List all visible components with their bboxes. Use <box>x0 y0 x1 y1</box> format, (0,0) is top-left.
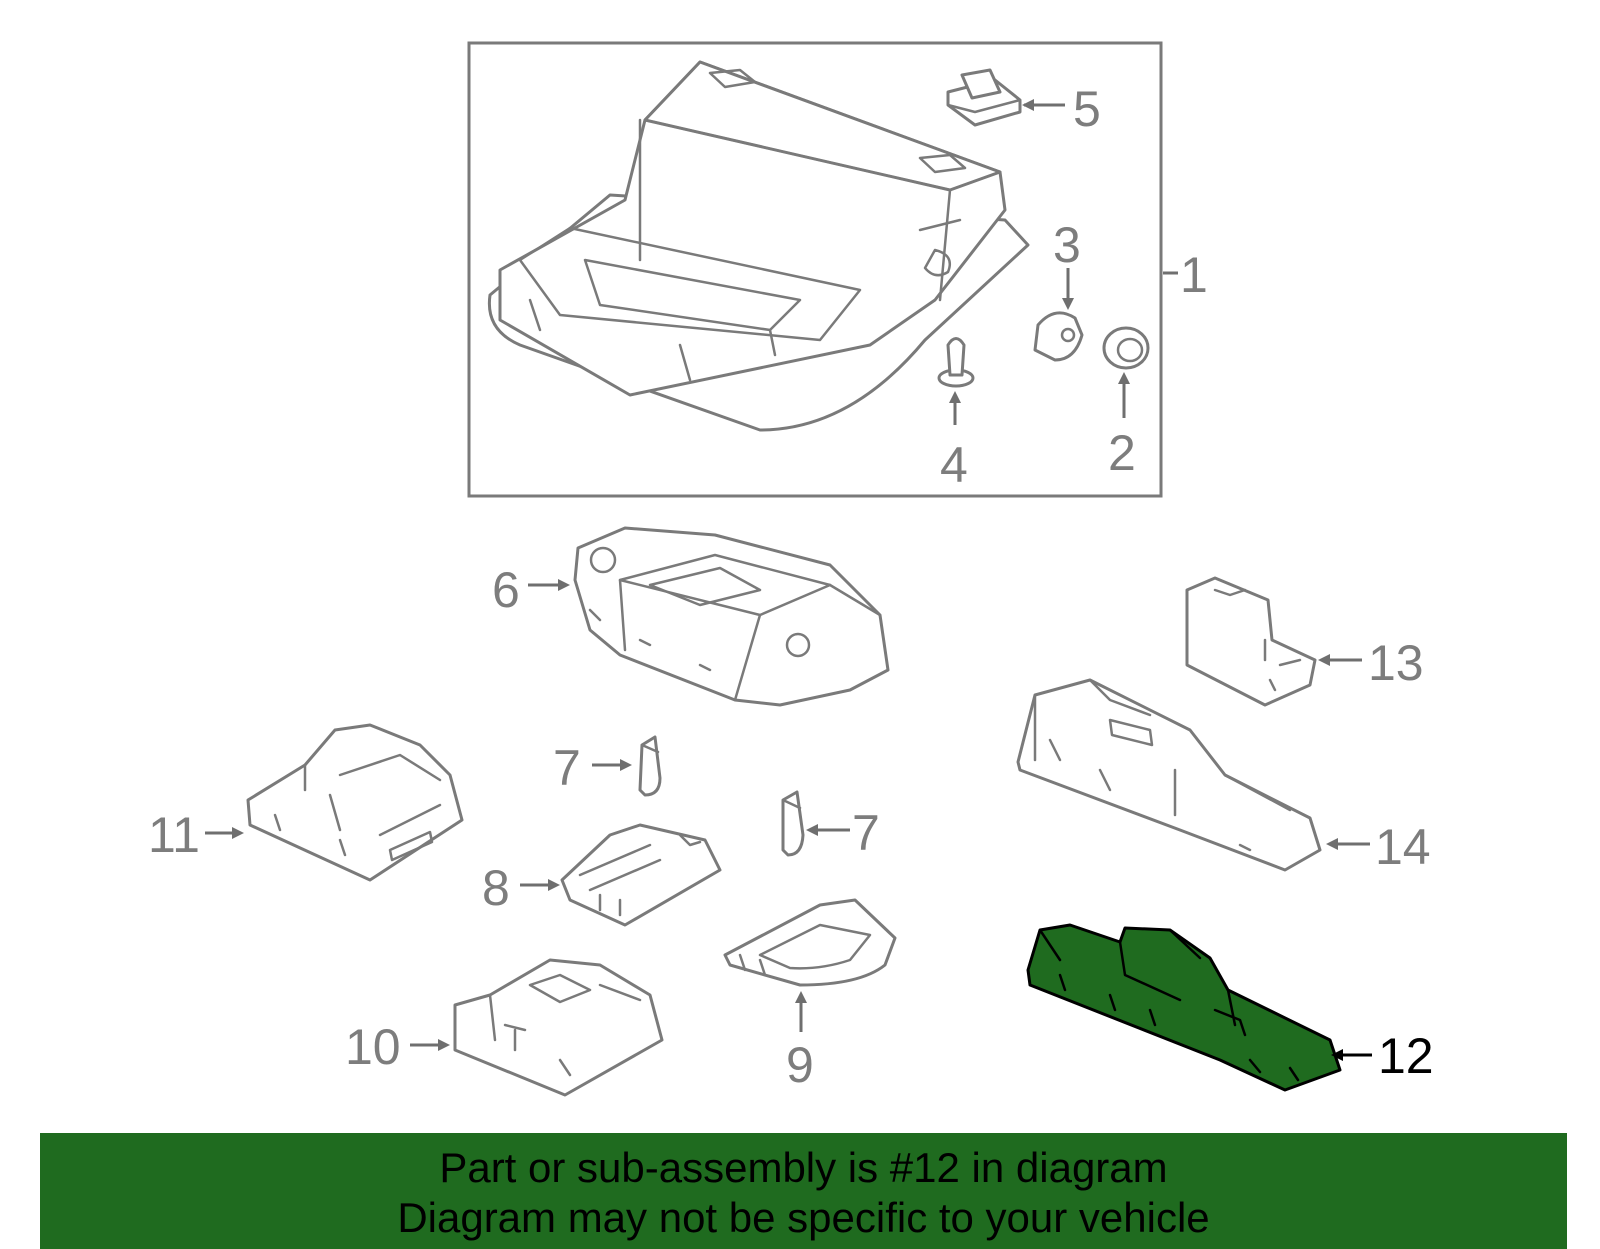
part-2[interactable] <box>1102 326 1150 370</box>
part-7-lower[interactable] <box>781 790 805 857</box>
callout-2: 2 <box>1108 425 1136 481</box>
arrowhead-12 <box>1331 1049 1343 1061</box>
arrowhead-9 <box>795 991 807 1003</box>
callout-14: 14 <box>1375 819 1431 875</box>
part-5[interactable] <box>946 68 1022 127</box>
callout-13: 13 <box>1368 635 1424 691</box>
part-3[interactable] <box>1033 311 1084 362</box>
part-14[interactable] <box>1016 678 1322 872</box>
banner-line-1: Part or sub-assembly is #12 in diagram <box>439 1144 1168 1191</box>
arrowhead-2 <box>1118 372 1130 384</box>
arrowhead-11 <box>232 827 244 839</box>
banner-line-2: Diagram may not be specific to your vehi… <box>397 1194 1210 1241</box>
arrowhead-3 <box>1062 298 1074 310</box>
callout-8: 8 <box>482 860 510 916</box>
callout-3: 3 <box>1053 217 1081 273</box>
callout-5: 5 <box>1073 81 1101 137</box>
arrowhead-10 <box>438 1039 450 1051</box>
callout-7b: 7 <box>852 805 880 861</box>
arrowhead-14 <box>1326 838 1338 850</box>
part-13[interactable] <box>1185 576 1317 707</box>
part-6[interactable] <box>573 526 890 707</box>
assembly-frame <box>467 41 1163 498</box>
part-9[interactable] <box>723 898 897 987</box>
info-banner: Part or sub-assembly is #12 in diagram D… <box>40 1133 1567 1249</box>
part-12-highlighted[interactable] <box>1026 923 1342 1092</box>
arrowhead-6 <box>558 579 570 591</box>
arrowhead-8 <box>548 879 560 891</box>
callout-9: 9 <box>786 1037 814 1093</box>
callout-6: 6 <box>492 562 520 618</box>
arrowhead-5 <box>1022 99 1034 111</box>
callout-12: 12 <box>1378 1028 1434 1084</box>
part-8[interactable] <box>560 823 722 927</box>
part-7-upper[interactable] <box>638 735 662 797</box>
part-1-console-housing[interactable] <box>487 60 1030 432</box>
callout-1: 1 <box>1180 247 1208 303</box>
arrowhead-13 <box>1318 654 1330 666</box>
callout-7a: 7 <box>553 740 581 796</box>
part-4-screw[interactable] <box>937 337 975 388</box>
arrowhead-4 <box>949 391 961 403</box>
part-10[interactable] <box>453 958 664 1097</box>
arrowhead-7a <box>620 759 632 771</box>
callout-10: 10 <box>345 1019 401 1075</box>
callout-4: 4 <box>940 437 968 493</box>
part-11[interactable] <box>246 723 464 882</box>
callout-11: 11 <box>148 807 200 863</box>
arrowhead-7b <box>806 824 818 836</box>
